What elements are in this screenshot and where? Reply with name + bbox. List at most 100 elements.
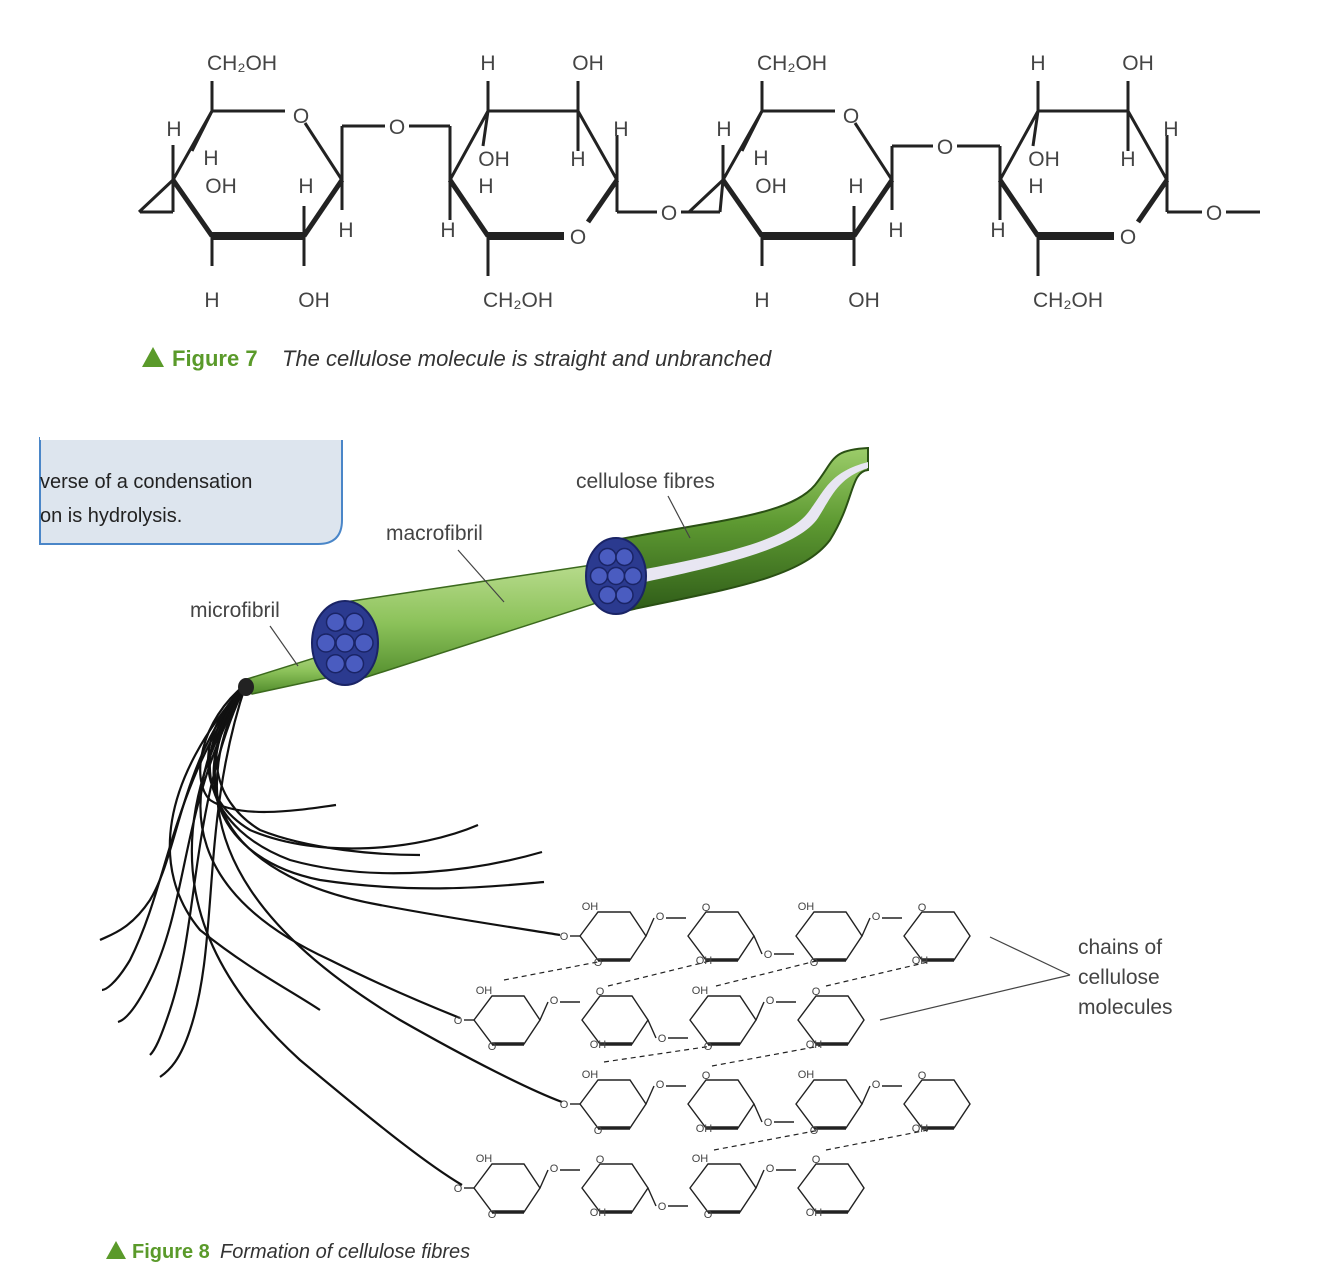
chain-ring <box>687 911 755 961</box>
oh-label: OH <box>298 289 330 312</box>
h-label: H <box>298 175 313 198</box>
fibre-strand <box>213 683 561 937</box>
label-chains-line-1: chains of <box>1078 936 1162 959</box>
figure-7-caption-triangle <box>142 347 164 367</box>
h-label: H <box>990 219 1005 242</box>
microfibril-circle <box>325 612 346 632</box>
chain-ring-oxygen: O <box>812 986 821 998</box>
chain-ring-oxygen: O <box>596 986 605 998</box>
chain-ring <box>797 1163 865 1213</box>
label-chains-line-2: cellulose <box>1078 966 1160 989</box>
bond <box>720 178 765 238</box>
microfibril-circle <box>623 566 643 586</box>
ring-oxygen: O <box>1120 226 1136 249</box>
fibre-strand <box>215 683 421 857</box>
microfibril-circle <box>335 633 355 653</box>
bond <box>998 110 1040 181</box>
cellulose-fibre-microfibril-circles <box>589 547 643 605</box>
chain-ring <box>795 1079 863 1129</box>
microfibril-circle <box>598 585 617 605</box>
chain-ring <box>903 911 971 961</box>
microfibril-circle <box>316 633 336 653</box>
oh-label: OH <box>205 175 237 198</box>
oh-label: OH <box>478 148 510 171</box>
glycosidic-oxygen: O <box>1206 202 1222 225</box>
chain-ring <box>473 995 541 1045</box>
ch2oh-label: CH₂OH <box>207 52 277 75</box>
microfibril-circle <box>325 654 346 674</box>
bond <box>1135 178 1170 224</box>
oh-label: OH <box>572 52 604 75</box>
chain-bond <box>539 1169 549 1189</box>
chain-oh: OH <box>692 985 709 997</box>
chain-link-oxygen: O <box>658 1201 667 1213</box>
fibre-strand <box>159 683 248 1078</box>
oh-label: OH <box>1028 148 1060 171</box>
glycosidic-oxygen: O <box>661 202 677 225</box>
h-label: H <box>613 118 628 141</box>
figure-8-caption-label: Figure 8 <box>132 1241 210 1263</box>
chain-bond <box>539 1001 549 1021</box>
ch2oh-label: CH₂OH <box>1033 289 1103 312</box>
bond <box>853 122 894 181</box>
bond <box>303 122 344 181</box>
chain-ring <box>581 995 649 1045</box>
chain-ring <box>903 1079 971 1129</box>
bond <box>576 110 619 181</box>
chain-bond <box>647 1019 657 1039</box>
chain-link-oxygen: O <box>658 1033 667 1045</box>
chain-link-oxygen: O <box>764 949 773 961</box>
chain-oh: OH <box>582 901 599 913</box>
h-label: H <box>1030 52 1045 75</box>
label-macrofibril: macrofibril <box>386 522 483 545</box>
ring-oxygen: O <box>293 105 309 128</box>
fibre-strand <box>149 683 247 1056</box>
chain-ring <box>581 1163 649 1213</box>
chain-ring-oxygen: O <box>594 957 603 969</box>
chain-end-oxygen: O <box>454 1183 463 1195</box>
microfibril-circle <box>615 585 634 605</box>
chain-ring-oxygen: O <box>918 902 927 914</box>
chain-link-oxygen: O <box>550 995 559 1007</box>
chain-end-oxygen: O <box>454 1015 463 1027</box>
oh-label: OH <box>755 175 787 198</box>
microfibril-circle <box>589 566 609 586</box>
h-label: H <box>754 289 769 312</box>
hydrogen-bond <box>503 959 609 981</box>
oh-label: OH <box>1122 52 1154 75</box>
chain-link-oxygen: O <box>872 1079 881 1091</box>
chain-bond <box>755 1169 765 1189</box>
h-label: H <box>440 219 455 242</box>
hydrogen-bond <box>603 1045 713 1063</box>
note-box-line-2: on is hydrolysis. <box>40 505 182 527</box>
fibre-strand <box>212 683 545 890</box>
bond <box>997 178 1041 238</box>
oh-label: OH <box>848 289 880 312</box>
bond <box>301 178 345 238</box>
chain-bond <box>753 935 763 955</box>
chain-ring <box>795 911 863 961</box>
bond <box>687 178 725 214</box>
hydrogen-bond <box>713 1129 821 1151</box>
fibre-strand <box>208 683 543 875</box>
chain-bond <box>861 917 871 937</box>
bond <box>1126 110 1169 181</box>
macrofibril-cone <box>311 561 613 686</box>
chain-oh: OH <box>590 1039 607 1051</box>
chain-end-oxygen: O <box>560 1099 569 1111</box>
chain-bond <box>861 1085 871 1105</box>
chain-link-oxygen: O <box>656 911 665 923</box>
fibre-strand <box>117 683 247 1024</box>
chain-ring <box>579 911 647 961</box>
chain-link-oxygen: O <box>656 1079 665 1091</box>
chain-oh: OH <box>798 1069 815 1081</box>
chain-ring <box>579 1079 647 1129</box>
chain-oh: OH <box>798 901 815 913</box>
chain-oh: OH <box>912 955 929 967</box>
h-label: H <box>480 52 495 75</box>
ch2oh-label: CH₂OH <box>483 289 553 312</box>
bond <box>447 178 491 238</box>
